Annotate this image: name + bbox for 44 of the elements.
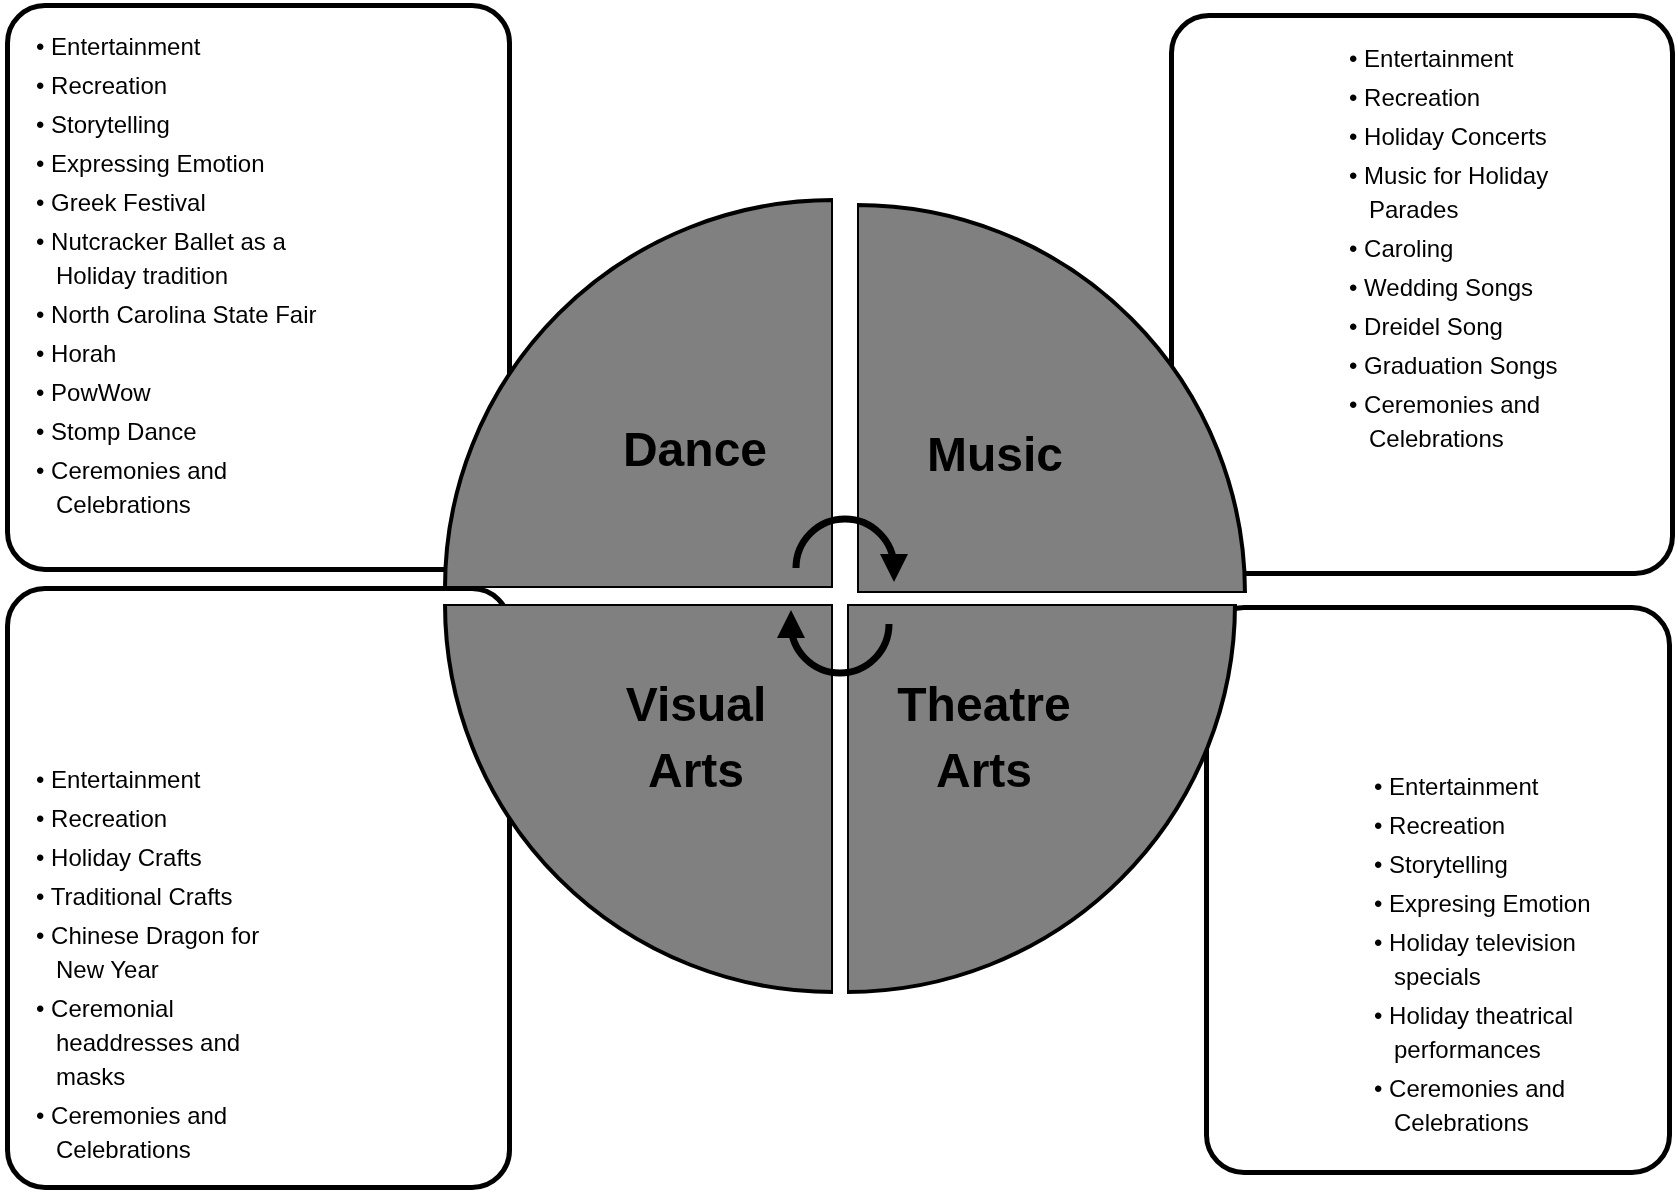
list-item: • Expresing Emotion: [1374, 889, 1592, 919]
list-item: • Horah: [36, 339, 118, 369]
list-item: • Ceremonies and Celebrations: [1349, 390, 1542, 454]
quadrant-label: Theatre Arts: [896, 677, 1072, 799]
list-item: • Holiday Concerts: [1349, 122, 1548, 152]
list-item: • Ceremonies and Celebrations: [36, 1101, 229, 1165]
list-item: • Stomp Dance: [36, 417, 198, 447]
list-item: • Graduation Songs: [1349, 351, 1559, 381]
list-item: • Entertainment: [36, 765, 202, 795]
list-item: • Entertainment: [36, 32, 202, 62]
list-item: • Holiday theatrical performances: [1374, 1001, 1575, 1065]
list-item: • Holiday television specials: [1374, 928, 1577, 992]
list-item: • Chinese Dragon for New Year: [36, 921, 261, 985]
list-item: • North Carolina State Fair: [36, 300, 318, 330]
quadrant-label: Visual Arts: [624, 677, 768, 799]
quadrant-label: Dance: [621, 422, 769, 478]
curved-arrow: [777, 610, 893, 677]
list-item: • Expressing Emotion: [36, 149, 266, 179]
list-box: [5, 586, 512, 1190]
list-item: • Caroling: [1349, 234, 1455, 264]
list-item: • Holiday Crafts: [36, 843, 203, 873]
list-item: • Recreation: [1349, 83, 1482, 113]
list-box: [5, 3, 512, 572]
list-item: • Storytelling: [36, 110, 171, 140]
list-item: • Music for Holiday Parades: [1349, 161, 1550, 225]
curved-arrow: [792, 515, 908, 582]
list-item: • Wedding Songs: [1349, 273, 1535, 303]
list-item: • Ceremonial headdresses and masks: [36, 994, 242, 1092]
list-item: • Entertainment: [1374, 772, 1540, 802]
list-item: • Recreation: [1374, 811, 1507, 841]
list-item: • Recreation: [36, 804, 169, 834]
list-item: • PowWow: [36, 378, 152, 408]
quadrant-label: Music: [926, 427, 1064, 483]
list-item: • Dreidel Song: [1349, 312, 1504, 342]
list-item: • Traditional Crafts: [36, 882, 234, 912]
list-item: • Storytelling: [1374, 850, 1509, 880]
list-box: [1204, 605, 1672, 1175]
list-item: • Greek Festival: [36, 188, 207, 218]
list-item: • Entertainment: [1349, 44, 1515, 74]
list-item: • Ceremonies and Celebrations: [1374, 1074, 1567, 1138]
list-item: • Nutcracker Ballet as a Holiday tradition: [36, 227, 287, 291]
list-box: [1169, 13, 1675, 576]
list-item: • Ceremonies and Celebrations: [36, 456, 229, 520]
list-item: • Recreation: [36, 71, 169, 101]
